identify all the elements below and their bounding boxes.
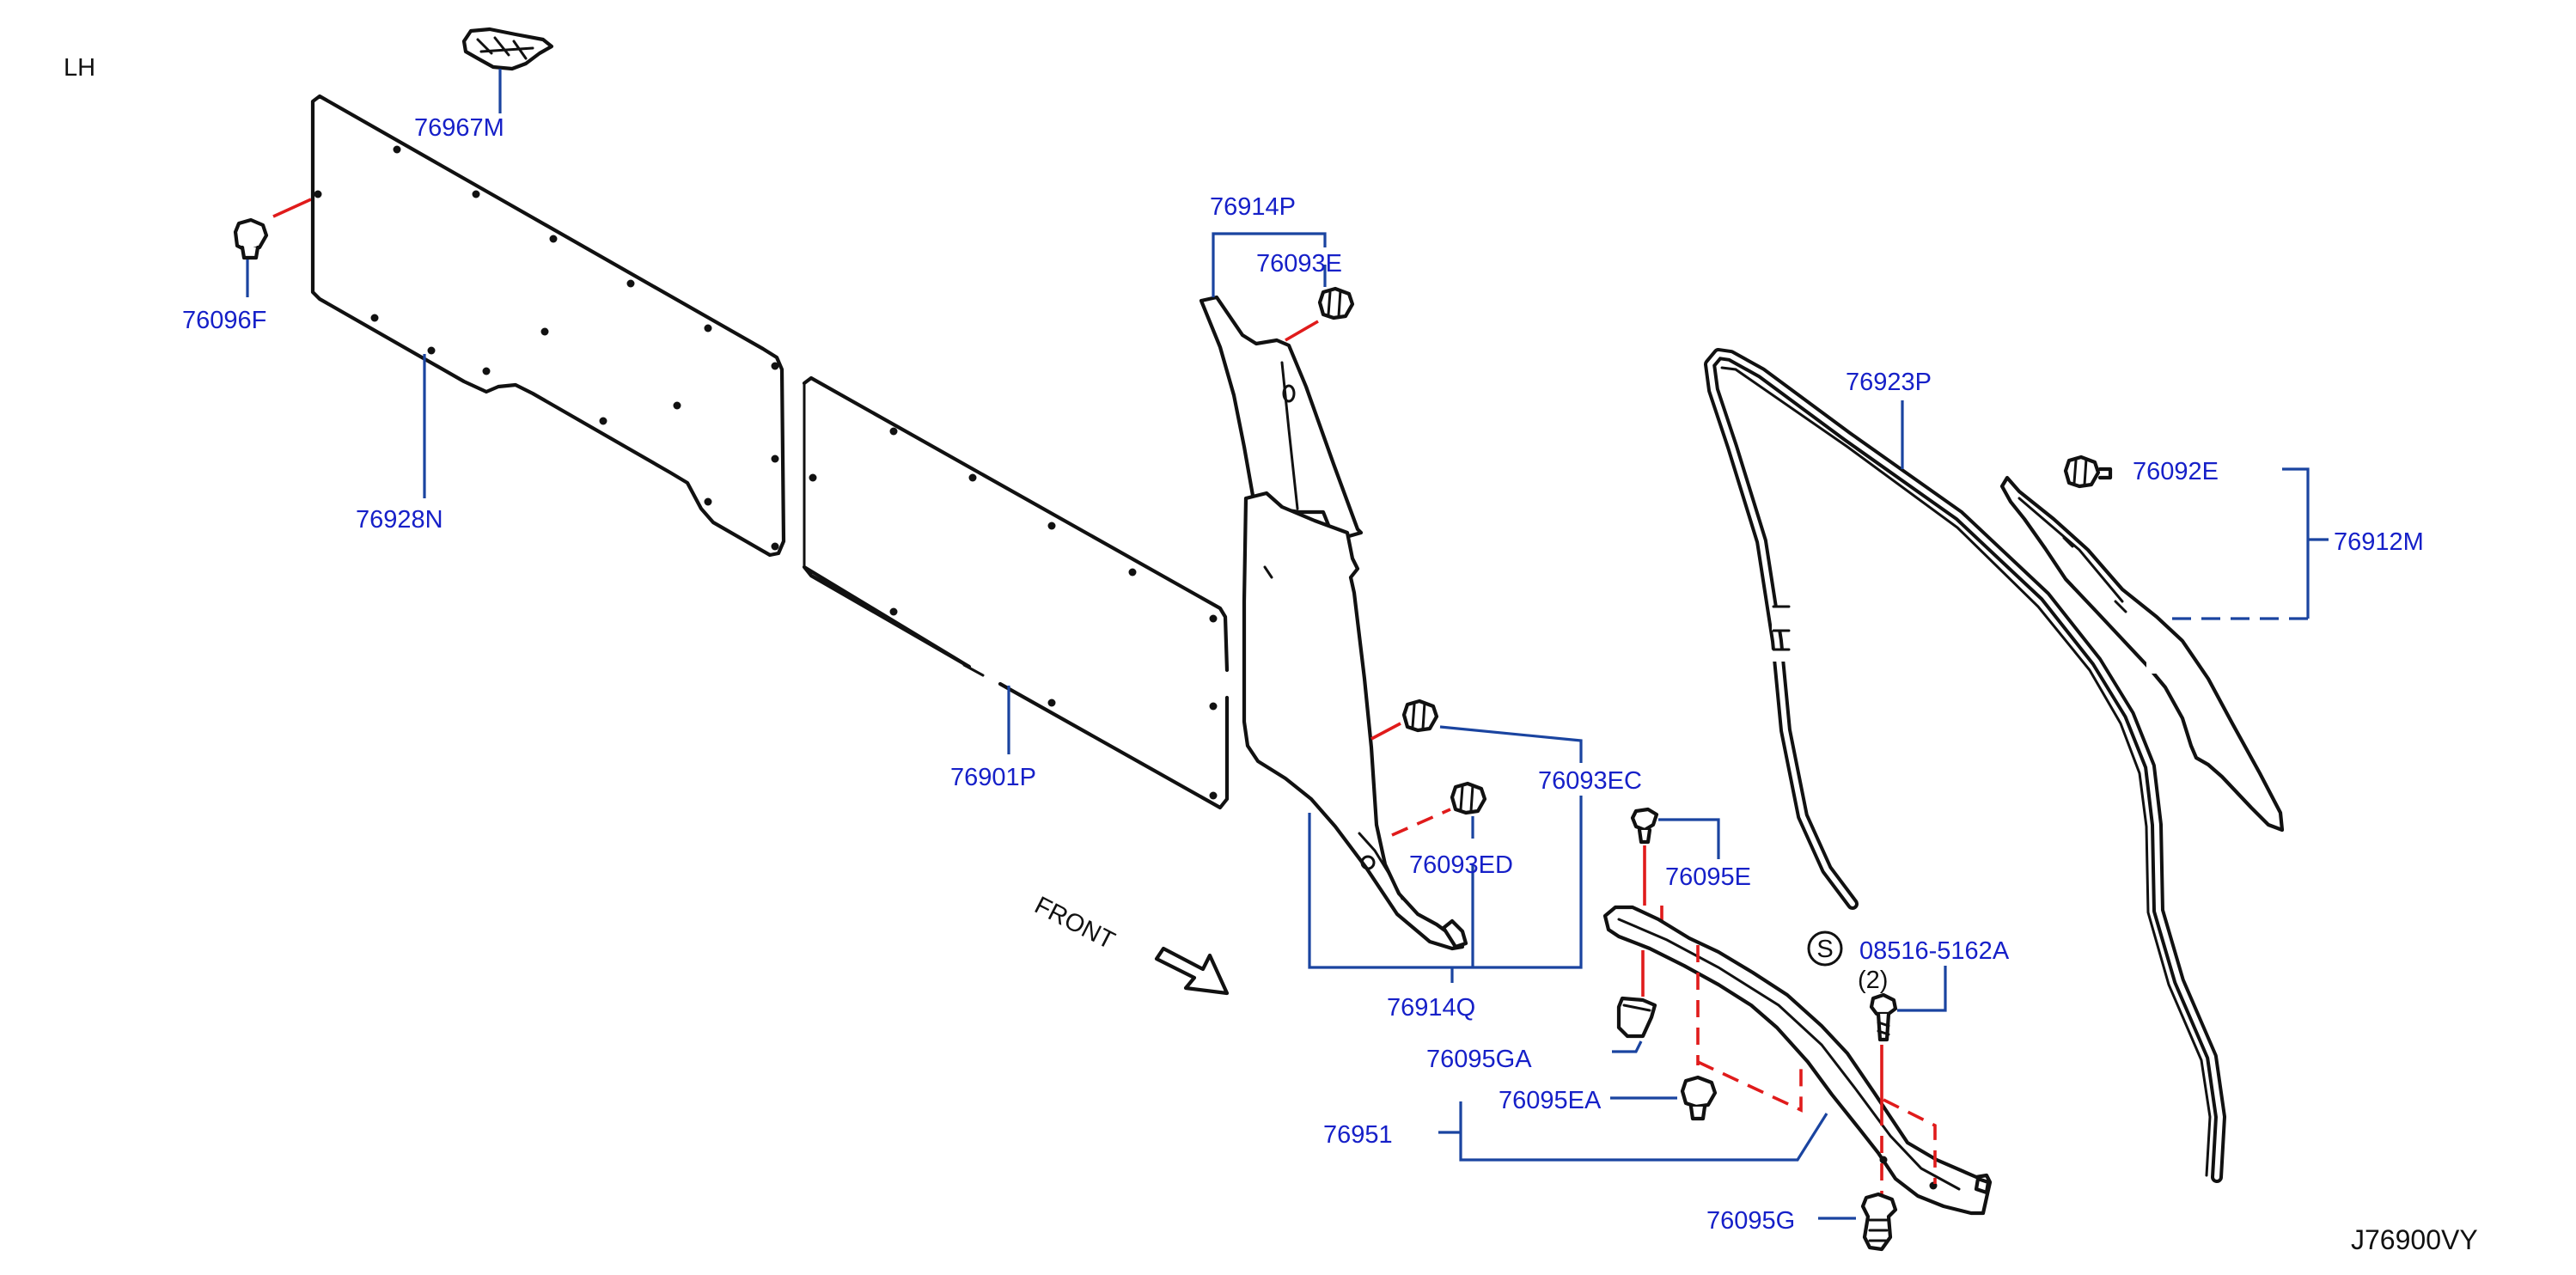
leader-76951: [1459, 1101, 1828, 1162]
leader-76914Q: [1308, 796, 1583, 969]
clip-76093ED[interactable]: [1450, 781, 1487, 815]
part-number-76095G[interactable]: 76095G: [1706, 1207, 1795, 1235]
part-number-08516-5162A[interactable]: 08516-5162A: [1859, 937, 2010, 965]
clip-76967M[interactable]: [461, 27, 554, 71]
front-arrow: [1154, 946, 1230, 996]
diagram-reference: J76900VY: [2351, 1224, 2478, 1255]
leader-76914P: [1212, 232, 1327, 297]
part-number-76093EC[interactable]: 76093EC: [1538, 767, 1642, 795]
fastener-line-76095EA-b: [1697, 1060, 1803, 1113]
part-number-76901P[interactable]: 76901P: [950, 764, 1036, 791]
part-number-76092E[interactable]: 76092E: [2133, 458, 2219, 485]
part-number-76093E[interactable]: 76093E: [1256, 250, 1342, 278]
clip-76092E[interactable]: [2063, 454, 2113, 489]
panel-76901P[interactable]: [802, 375, 1230, 810]
part-number-76096F[interactable]: 76096F: [182, 307, 266, 334]
panel-76928N[interactable]: [310, 94, 786, 558]
clip-76096F[interactable]: [233, 217, 269, 260]
clip-76095G[interactable]: [1860, 1192, 1898, 1252]
part-number-76923P[interactable]: 76923P: [1846, 369, 1932, 396]
screw-symbol: S: [1807, 930, 1843, 967]
leader-76093EC-a: [1439, 725, 1583, 763]
part-number-76951[interactable]: 76951: [1323, 1121, 1393, 1149]
fastener-line-76096F: [272, 198, 312, 218]
fastener-line-76093ED: [1391, 808, 1451, 837]
part-number-76095E[interactable]: 76095E: [1665, 863, 1751, 891]
clip-76093E[interactable]: [1317, 286, 1355, 320]
trim-76914Q[interactable]: [1242, 491, 1468, 951]
leader-76912M: [2282, 467, 2310, 619]
part-number-76914Q[interactable]: 76914Q: [1387, 994, 1475, 1022]
fastener-line-08516-c: [1883, 1098, 1937, 1184]
trim-76914P[interactable]: [1199, 295, 1364, 539]
fastener-line-76093EC: [1370, 722, 1401, 741]
svg-text:S: S: [1816, 936, 1833, 963]
leader-08516-5162A: [1897, 966, 1947, 1012]
clip-76095GA[interactable]: [1616, 996, 1657, 1039]
kickplate-76951[interactable]: [1602, 905, 1993, 1216]
part-number-76095EA[interactable]: 76095EA: [1499, 1087, 1602, 1114]
clip-76095E[interactable]: [1630, 807, 1659, 845]
part-number-76914P[interactable]: 76914P: [1210, 193, 1296, 221]
screw-08516-5162A[interactable]: [1869, 992, 1898, 1042]
weatherstrip-76923P[interactable]: [1704, 348, 2226, 1183]
fastener-line-76093E: [1285, 320, 1319, 342]
leader-76095E: [1658, 818, 1720, 859]
trim-76912M[interactable]: [1999, 475, 2285, 833]
part-number-76928N[interactable]: 76928N: [356, 506, 443, 534]
part-number-76093ED[interactable]: 76093ED: [1409, 851, 1513, 879]
quantity-08516: (2): [1858, 967, 1888, 994]
front-label: FRONT: [1030, 892, 1120, 955]
leader-76095GA: [1612, 1040, 1643, 1053]
part-number-76095GA[interactable]: 76095GA: [1426, 1046, 1532, 1073]
clip-76093EC[interactable]: [1401, 699, 1439, 733]
part-number-76967M[interactable]: 76967M: [414, 114, 504, 142]
clip-76095EA[interactable]: [1680, 1075, 1718, 1121]
side-label: LH: [64, 54, 95, 82]
part-number-76912M[interactable]: 76912M: [2334, 528, 2424, 556]
